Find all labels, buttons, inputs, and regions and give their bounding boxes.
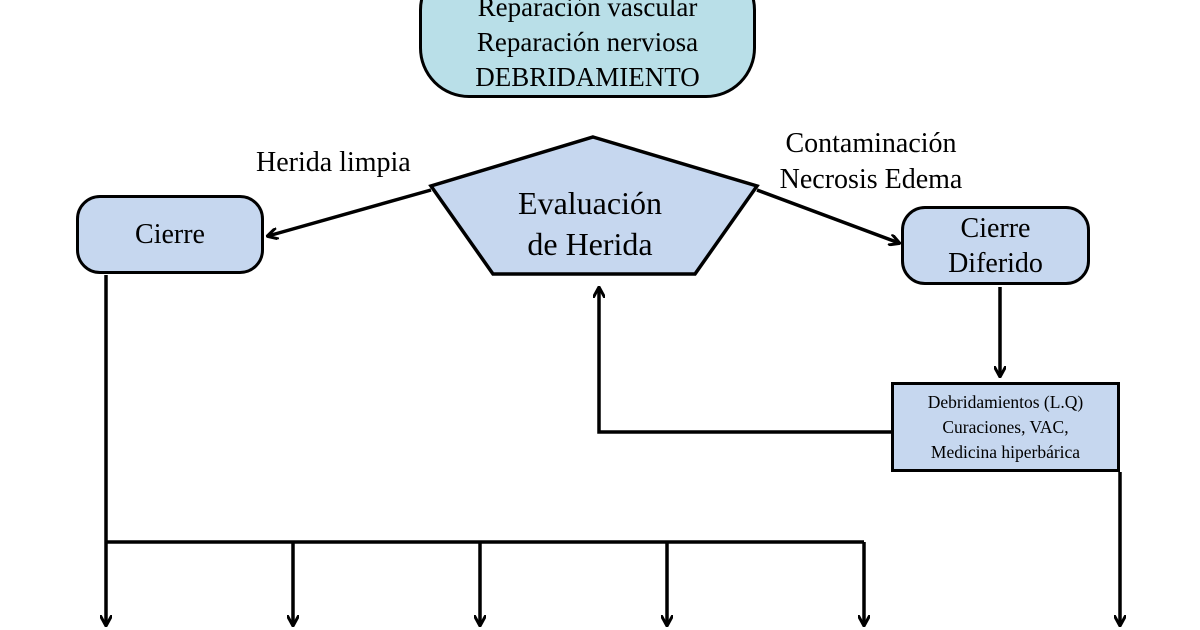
clean-wound-label: Herida limpia [256,147,411,178]
closure-box: Cierre [76,195,264,274]
delayed-closure-box: Cierre Diferido [901,206,1090,285]
treatment-line-1: Debridamientos (L.Q) [927,391,1084,412]
treatment-line-3: Medicina hiperbárica [930,441,1081,462]
contamination-label: Contaminación Necrosis Edema [766,126,976,198]
top-box-line-3: DEBRIDAMIENTO [475,61,700,92]
treatment-line-2: Curaciones, VAC, [942,416,1069,437]
contamination-line-2: Necrosis Edema [779,164,963,195]
delayed-closure-line-1: Cierre [960,212,1031,244]
evaluation-pentagon [428,135,760,276]
arrow-treatment-to-evaluation [599,288,891,434]
arrow-to-cierre [268,188,432,236]
evaluation-line-2: de Herida [527,226,653,262]
treatment-box: Debridamientos (L.Q) Curaciones, VAC, Me… [891,382,1120,472]
arrow-to-cierre-diferido [756,188,899,243]
surgical-repair-box: Reparación vascular Reparación nerviosa … [419,0,756,98]
top-box-line-1: Reparación vascular [477,0,698,22]
evaluation-line-1: Evaluación [518,185,662,221]
delayed-closure-line-2: Diferido [948,247,1043,279]
top-box-line-2: Reparación nerviosa [476,26,699,57]
contamination-line-1: Contaminación [785,128,957,159]
evaluation-label: Evaluación de Herida [480,183,700,265]
